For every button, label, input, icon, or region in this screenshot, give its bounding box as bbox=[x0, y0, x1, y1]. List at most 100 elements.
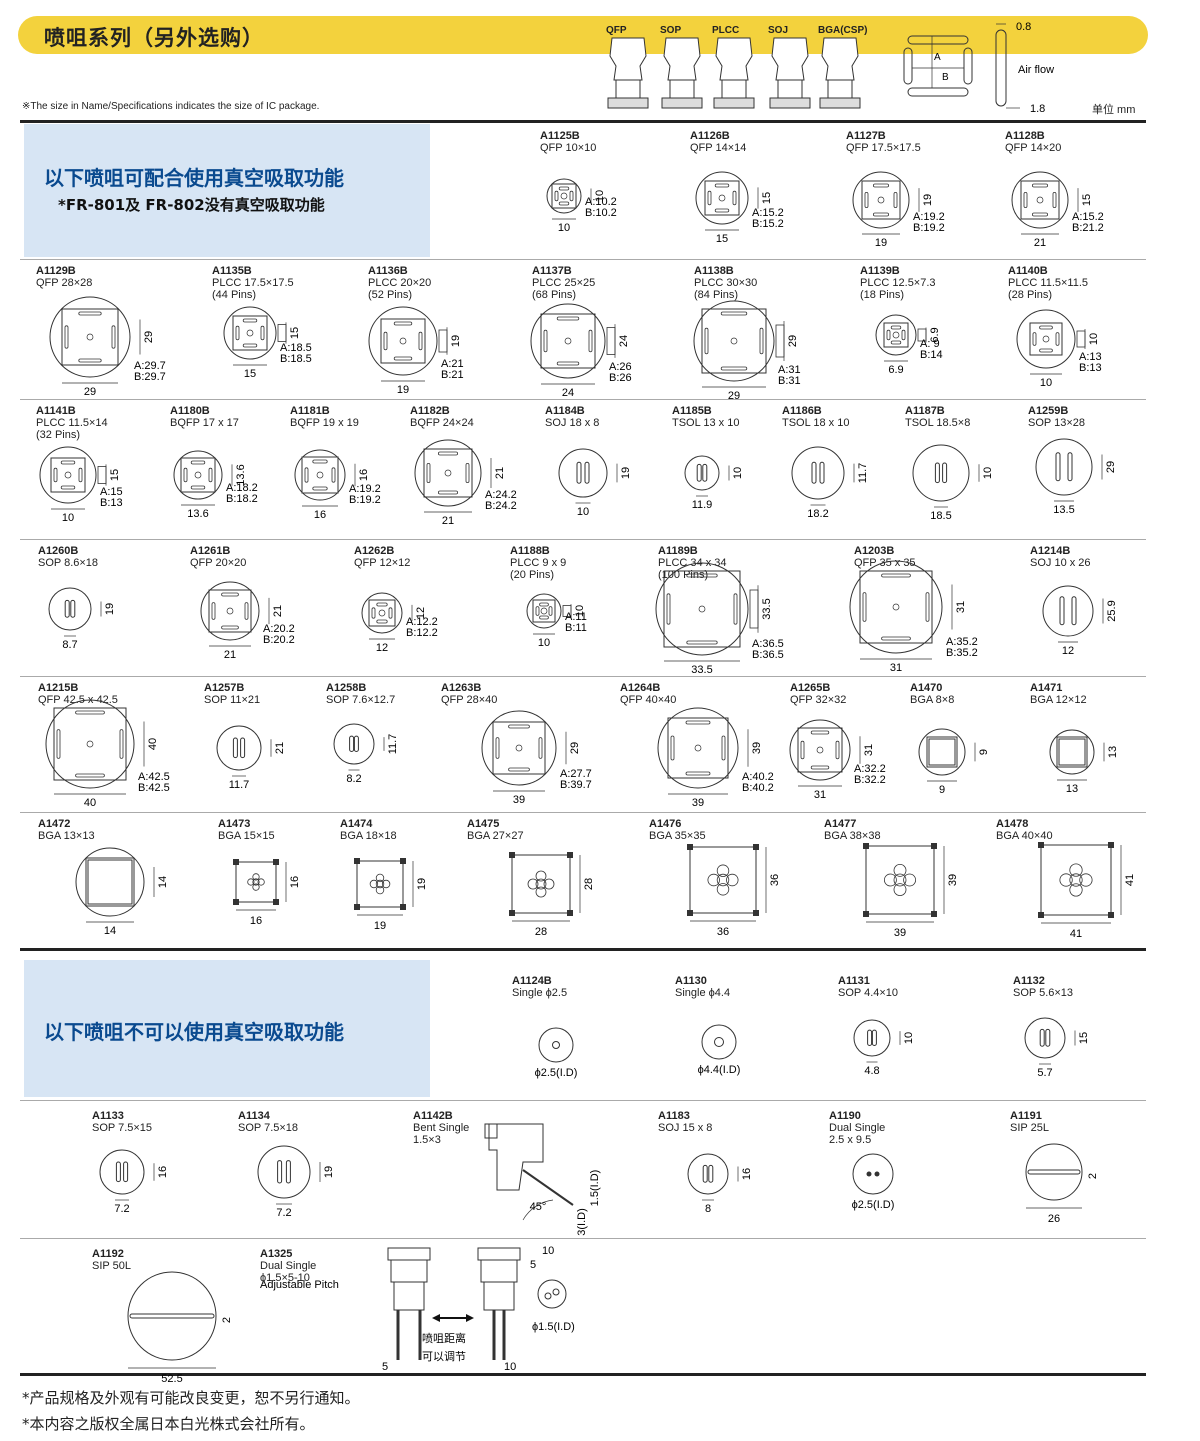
nozzle-code: A1325 bbox=[260, 1248, 293, 1260]
nozzle-slot bbox=[543, 329, 548, 353]
dim-b-value: B:19.2 bbox=[349, 494, 381, 506]
nozzle-slot bbox=[56, 729, 61, 759]
nozzle-slot bbox=[708, 1164, 714, 1183]
nozzle-slot bbox=[64, 599, 70, 618]
nozzle-slot bbox=[1023, 192, 1028, 209]
nozzle-inner bbox=[532, 599, 556, 623]
inner-diameter-value: ϕ2.5(I.D) bbox=[852, 1199, 895, 1211]
dim-b-value: B:14 bbox=[920, 349, 943, 361]
nozzle-outline bbox=[918, 728, 966, 776]
dim-a-label: A bbox=[934, 52, 941, 63]
nozzle-diagram: 8.211.7 bbox=[333, 723, 399, 785]
center-hole bbox=[892, 331, 900, 339]
center-hole bbox=[714, 1037, 724, 1047]
nozzle-diagram: 18.510 bbox=[912, 444, 994, 522]
height-value: 10 bbox=[594, 190, 606, 202]
nozzle-diagram: 45°1.5(I.D)3(I.D) bbox=[484, 1123, 601, 1236]
nozzle-spec: SOP 7.5×15 bbox=[92, 1122, 153, 1134]
height-value: 24 bbox=[618, 335, 630, 347]
nozzle-spec: QFP 28×40 bbox=[441, 694, 498, 706]
dim-b-value: B:21.2 bbox=[1072, 222, 1104, 234]
nozzle-outline bbox=[546, 178, 582, 214]
dim-b-value: B:15.2 bbox=[752, 218, 784, 230]
nozzle-slot bbox=[353, 735, 359, 753]
nozzle-slot bbox=[312, 486, 328, 491]
nozzle-inner bbox=[883, 322, 909, 348]
dim-b-value: B:20.2 bbox=[263, 634, 295, 646]
nozzle-code: A1261B bbox=[190, 545, 231, 557]
nozzle-spec: BGA 12×12 bbox=[1030, 694, 1087, 706]
nozzle-slot bbox=[426, 463, 431, 484]
nozzle-outline bbox=[852, 171, 910, 229]
nozzle-slot bbox=[1039, 348, 1053, 353]
nozzle-code: A1141B bbox=[36, 405, 76, 417]
nozzle-code: A1187B bbox=[905, 405, 945, 417]
side-view bbox=[775, 324, 785, 358]
nozzle-outline bbox=[526, 593, 562, 629]
dim-b-value: B:13 bbox=[100, 497, 123, 509]
corner-mark bbox=[687, 910, 693, 916]
nozzle-outline bbox=[655, 562, 749, 656]
divider-top bbox=[20, 120, 1146, 123]
width-value: 40 bbox=[84, 797, 96, 809]
side-view bbox=[97, 466, 107, 484]
nozzle-diagram: ϕ2.5(I.D) bbox=[852, 1153, 895, 1211]
dim-b-value: B:13 bbox=[1079, 362, 1102, 374]
vacuum-heading-line1: 以下喷咀可配合使用真空吸取功能 bbox=[44, 166, 344, 190]
width-value: 16 bbox=[250, 915, 262, 927]
nozzle-code: A1124B bbox=[512, 975, 552, 987]
nozzle-code: A1262B bbox=[354, 545, 395, 557]
nozzle-slot bbox=[304, 467, 309, 483]
nozzle-outline bbox=[695, 171, 749, 225]
height-value: 12 bbox=[415, 607, 427, 619]
nozzle-outline bbox=[687, 1153, 729, 1195]
nozzle-outline bbox=[693, 300, 775, 382]
width-value: 26 bbox=[1048, 1213, 1060, 1225]
suction-hole bbox=[716, 883, 730, 896]
nozzle-slot bbox=[371, 607, 376, 619]
nozzle-code: A1131 bbox=[838, 975, 870, 987]
nozzle-code: A1470 bbox=[910, 682, 943, 694]
nozzle-inner bbox=[540, 313, 596, 369]
nozzle-slot bbox=[418, 331, 423, 351]
nozzle-spec: Single ϕ4.4 bbox=[675, 987, 731, 999]
nozzle-inner bbox=[701, 308, 767, 374]
dim-b-value: B:35.2 bbox=[946, 647, 978, 659]
nozzle-code: A1142B bbox=[413, 1110, 453, 1122]
nozzle-code: A1477 bbox=[824, 818, 857, 830]
nozzle-slot bbox=[539, 602, 549, 607]
nozzle-code: A1478 bbox=[996, 818, 1029, 830]
nozzle-slot bbox=[871, 1029, 877, 1047]
airflow-diagram: A B 0.8 Air flow 1.8 bbox=[903, 21, 1054, 115]
suction-hole bbox=[716, 873, 730, 887]
nozzle-slot bbox=[277, 1160, 283, 1184]
nozzle-spec: PLCC 30×30 bbox=[694, 277, 758, 289]
nozzle-spec: TSOL 18.5×8 bbox=[905, 417, 971, 429]
corner-mark bbox=[931, 911, 937, 917]
nozzle-outline bbox=[849, 560, 943, 654]
nozzle-diagram: 6.96.9A: 9B:14 bbox=[875, 314, 943, 376]
width-value: 41 bbox=[1070, 928, 1082, 940]
nozzle-slot bbox=[495, 737, 500, 759]
nozzle-slot bbox=[240, 737, 246, 759]
dim-a-value: A:31 bbox=[778, 364, 801, 376]
